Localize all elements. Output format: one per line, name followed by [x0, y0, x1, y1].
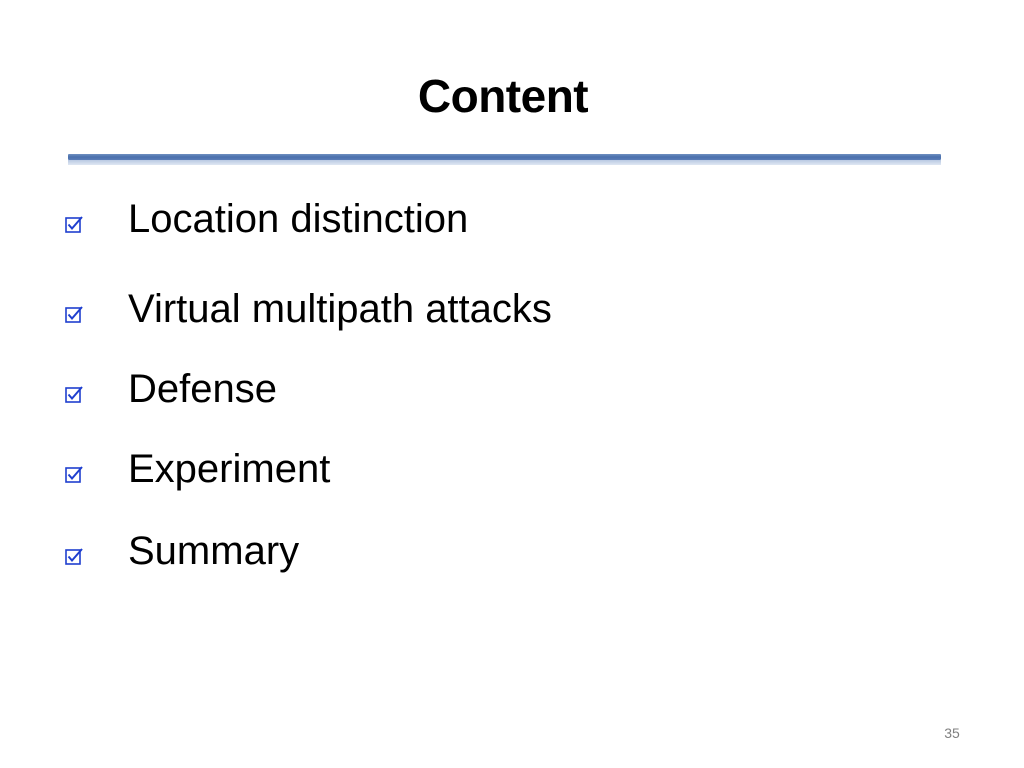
slide-title: Content: [417, 70, 589, 122]
checked-box-icon: [65, 306, 83, 323]
title-divider-shadow: [68, 160, 941, 165]
title-divider: [68, 154, 941, 165]
checked-box-icon: [65, 466, 83, 483]
bullet-label: Experiment: [128, 447, 331, 491]
bullet-item-virtual-multipath-attacks: Virtual multipath attacks: [64, 284, 964, 334]
bullet-item-experiment: Experiment: [64, 444, 964, 494]
bullet-item-defense: Defense: [64, 364, 964, 414]
checked-box-icon: [65, 548, 83, 565]
bullet-label: Summary: [128, 529, 300, 573]
checked-box-icon: [65, 386, 83, 403]
bullet-label: Virtual multipath attacks: [128, 287, 552, 331]
bullet-item-summary: Summary: [64, 526, 964, 576]
bullet-item-location-distinction: Location distinction: [64, 194, 964, 244]
page-number: 35: [944, 725, 960, 741]
checked-box-icon: [65, 216, 83, 233]
bullet-label: Defense: [128, 367, 277, 411]
title-divider-line: [68, 154, 941, 160]
bullet-label: Location distinction: [128, 197, 469, 241]
